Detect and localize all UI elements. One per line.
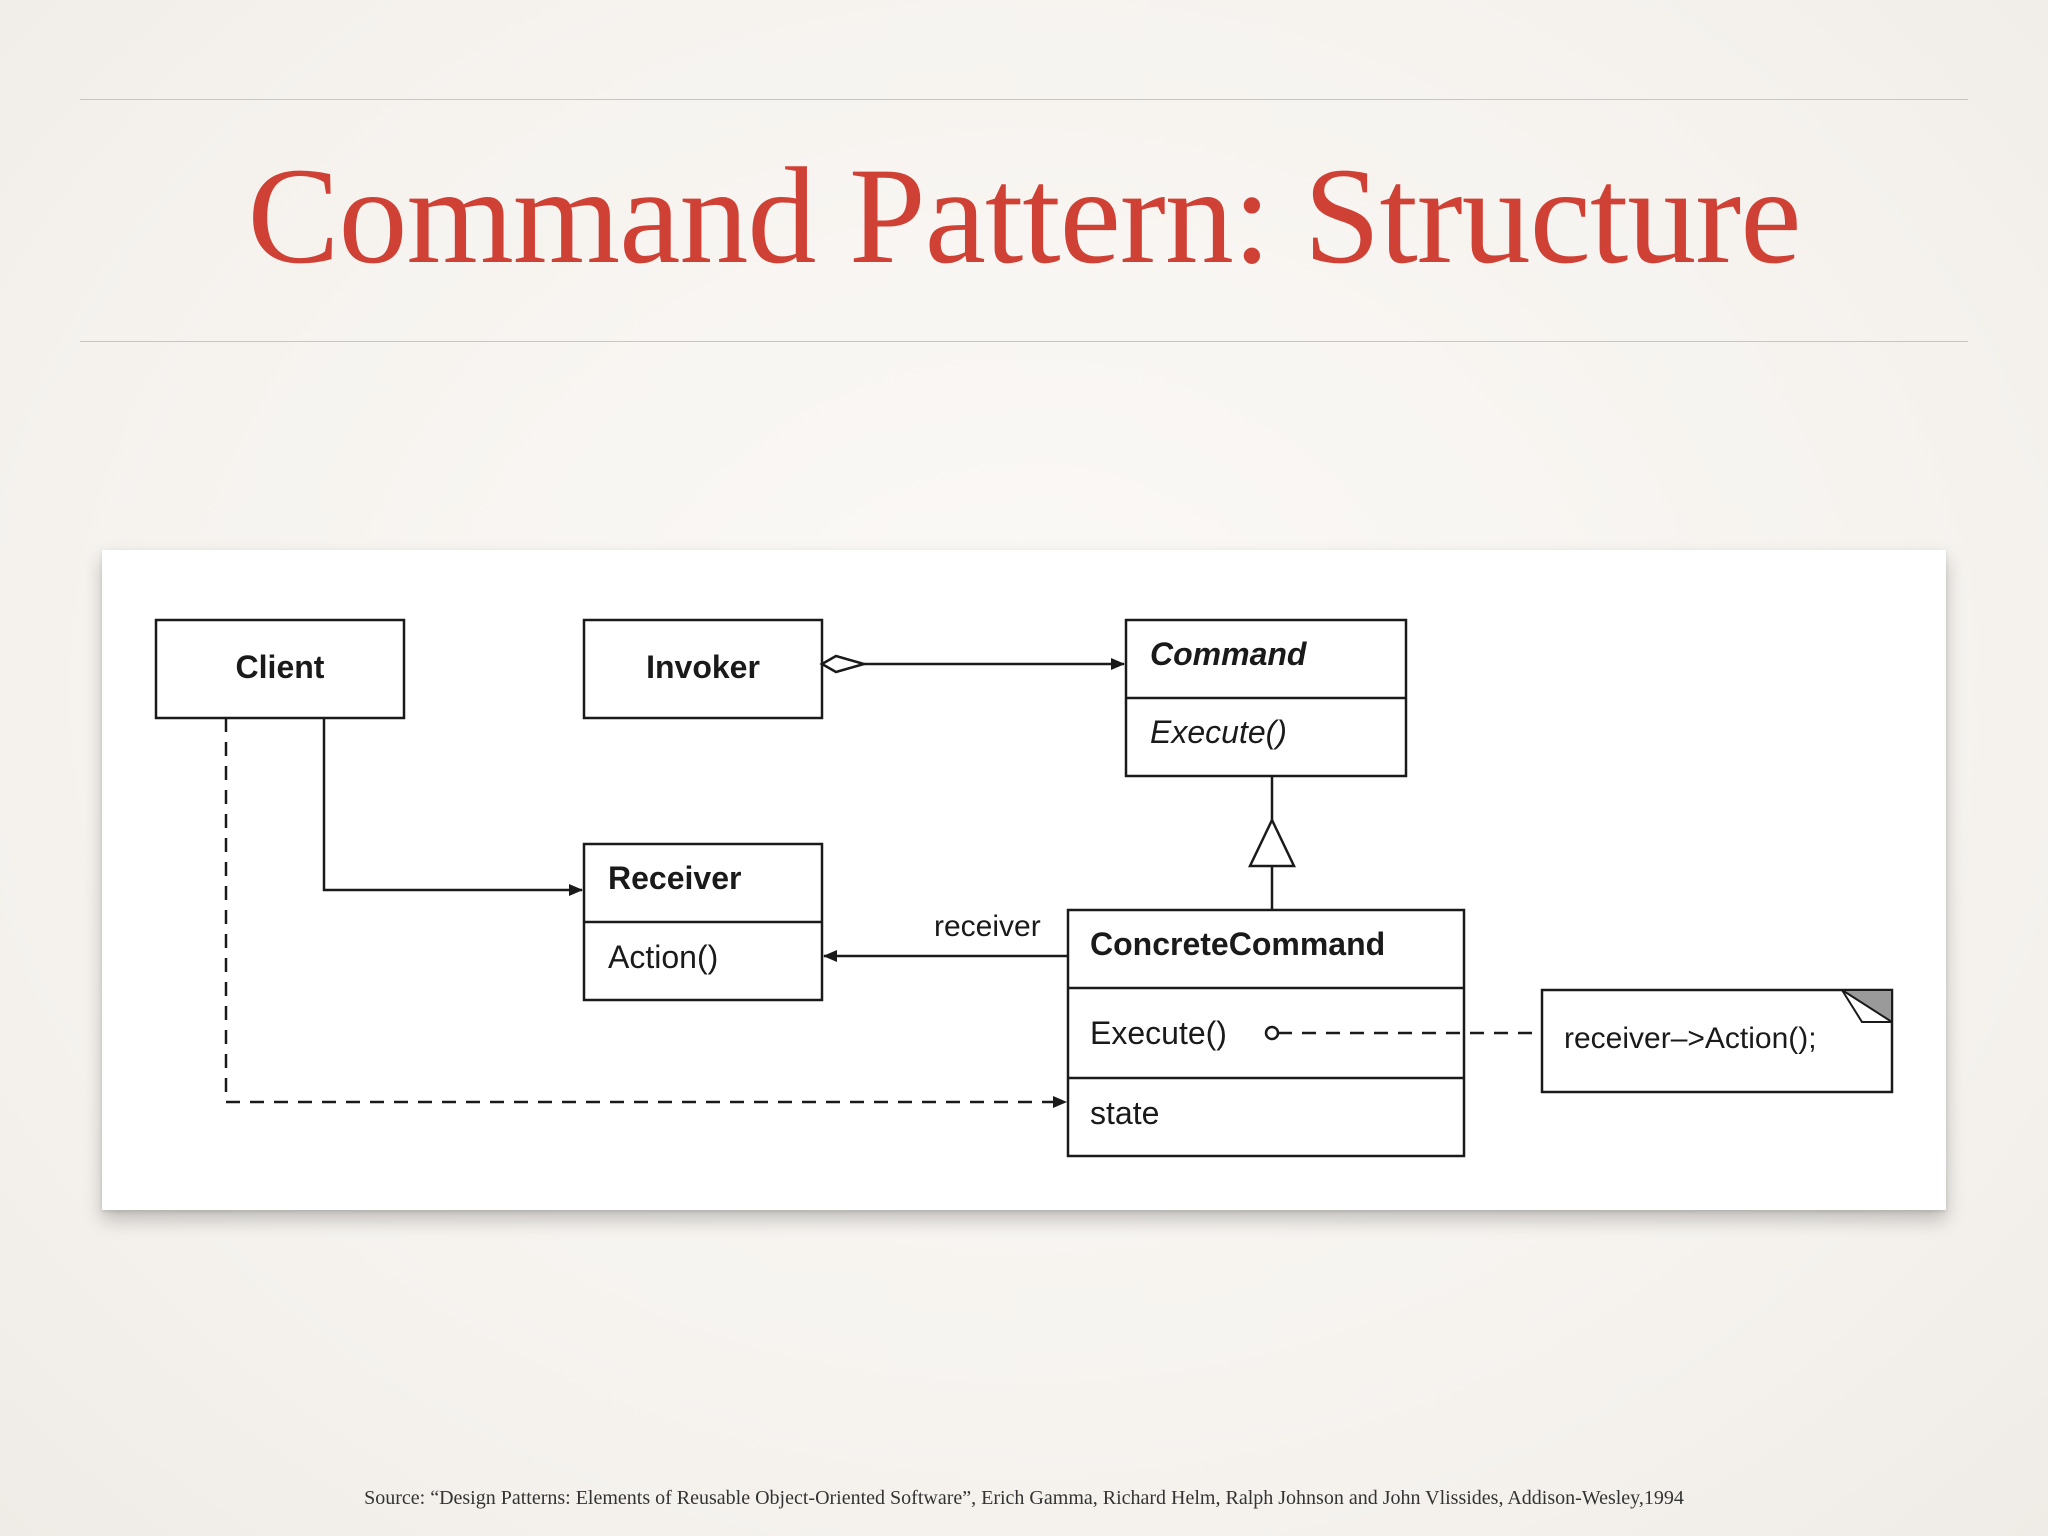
source-citation: Source: “Design Patterns: Elements of Re… <box>364 1487 1684 1509</box>
invoker-class-box <box>582 618 824 720</box>
invoker-label: Invoker <box>646 649 760 685</box>
bottom-divider <box>80 341 1968 342</box>
uml-diagram-panel: Client Invoker Command Execute() Receive… <box>102 550 1946 1210</box>
note-anchor-circle <box>1264 1025 1280 1041</box>
note-box <box>1540 988 1894 1094</box>
concrete-execute-label: Execute() <box>1090 1015 1227 1051</box>
top-divider <box>80 99 1968 100</box>
uml-class-diagram: Client Invoker Command Execute() Receive… <box>154 618 1894 1158</box>
client-creates-dependency <box>224 718 1067 1108</box>
concrete-state-label: state <box>1090 1095 1159 1131</box>
inheritance-triangle <box>1248 817 1296 868</box>
note-fold-edge <box>1841 989 1892 1023</box>
note-folded-corner <box>1838 989 1893 1024</box>
client-receiver-association <box>322 718 583 896</box>
command-execute-label: Execute() <box>1150 714 1287 750</box>
command-label: Command <box>1150 636 1308 672</box>
note-text: receiver–>Action(); <box>1564 1022 1817 1055</box>
concrete-command-label: ConcreteCommand <box>1090 926 1385 962</box>
slide-title: Command Pattern: Structure <box>247 139 1801 292</box>
association-receiver-label: receiver <box>934 910 1041 943</box>
receiver-action-label: Action() <box>608 939 718 975</box>
client-class-box <box>154 618 406 720</box>
client-label: Client <box>236 649 325 685</box>
receiver-label: Receiver <box>608 860 741 896</box>
aggregation-diamond <box>819 654 869 674</box>
